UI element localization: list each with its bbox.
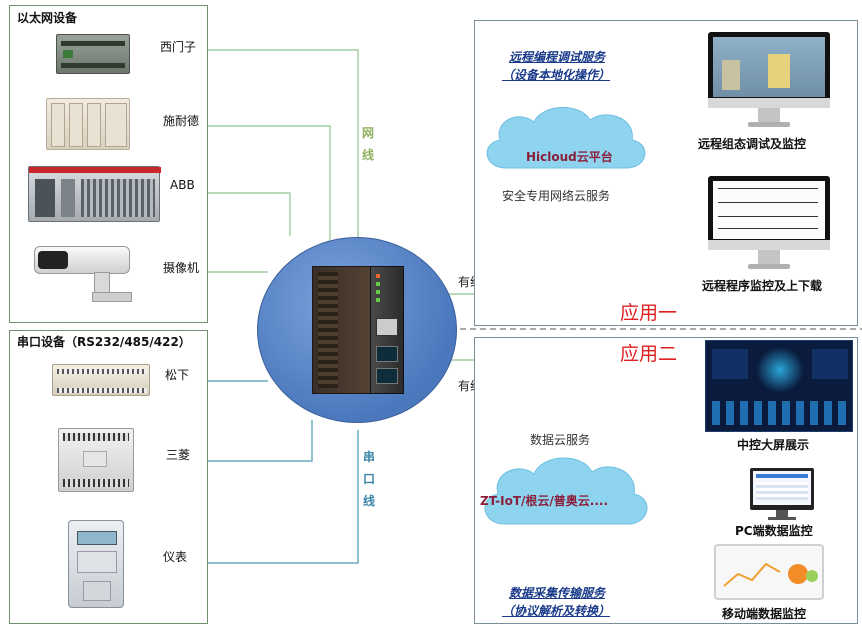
ethernet-item-label: 摄像机 (163, 261, 200, 275)
ethernet-wire-label: 网线 (361, 126, 374, 162)
schneider-plc-icon (46, 98, 130, 150)
ethernet-item-label: 施耐德 (163, 114, 200, 128)
dashboard-screen-icon (705, 340, 853, 432)
app1-service-line1: 远程编程调试服务 (508, 50, 605, 64)
mobile-tablet-icon (714, 544, 824, 600)
app2-cloud-label: ZT-IoT/根云/普奥云.... (480, 494, 608, 508)
mitsubishi-plc-icon (58, 428, 134, 492)
serial-title: 串口设备（RS232/485/422） (17, 335, 191, 349)
app1-output-label: 远程程序监控及上下载 (702, 279, 823, 293)
app2-heading: 应用二 (620, 343, 678, 365)
gateway-device-icon (306, 262, 410, 398)
app1-cloud-caption: 安全专用网络云服务 (502, 189, 611, 203)
app2-output-label: 中控大屏展示 (737, 438, 810, 452)
siemens-plc-icon (56, 34, 130, 74)
app2-output-label: 移动端数据监控 (722, 607, 807, 621)
serial-item-label: 松下 (165, 368, 190, 382)
serial-item-label: 三菱 (166, 448, 191, 462)
ethernet-title: 以太网设备 (17, 11, 78, 25)
panasonic-plc-icon (52, 364, 150, 396)
app1-output-label: 远程组态调试及监控 (698, 137, 807, 151)
app2-service-line1: 数据采集传输服务 (508, 586, 605, 600)
app1-cloud-label: Hicloud云平台 (526, 150, 613, 164)
serial-wire-label: 串口线 (362, 450, 375, 508)
pc-monitor-icon (750, 468, 814, 522)
ethernet-item-label: 西门子 (160, 40, 197, 54)
app1-cloud-icon (486, 107, 646, 169)
app2-cloud-caption: 数据云服务 (530, 433, 591, 447)
program-monitor-icon (708, 176, 830, 272)
meter-icon (68, 520, 124, 608)
abb-plc-icon (28, 166, 161, 222)
serial-item-label: 仪表 (163, 550, 188, 564)
app2-service-line2: （协议解析及转换） (501, 604, 610, 618)
ethernet-item-label: ABB (170, 178, 195, 192)
app2-cloud-icon (484, 457, 648, 525)
app2-output-label: PC端数据监控 (735, 524, 813, 538)
camera-icon (34, 242, 134, 304)
scada-monitor-icon (708, 32, 830, 130)
app1-heading: 应用一 (620, 302, 678, 324)
app1-service-line2: （设备本地化操作） (501, 68, 610, 82)
